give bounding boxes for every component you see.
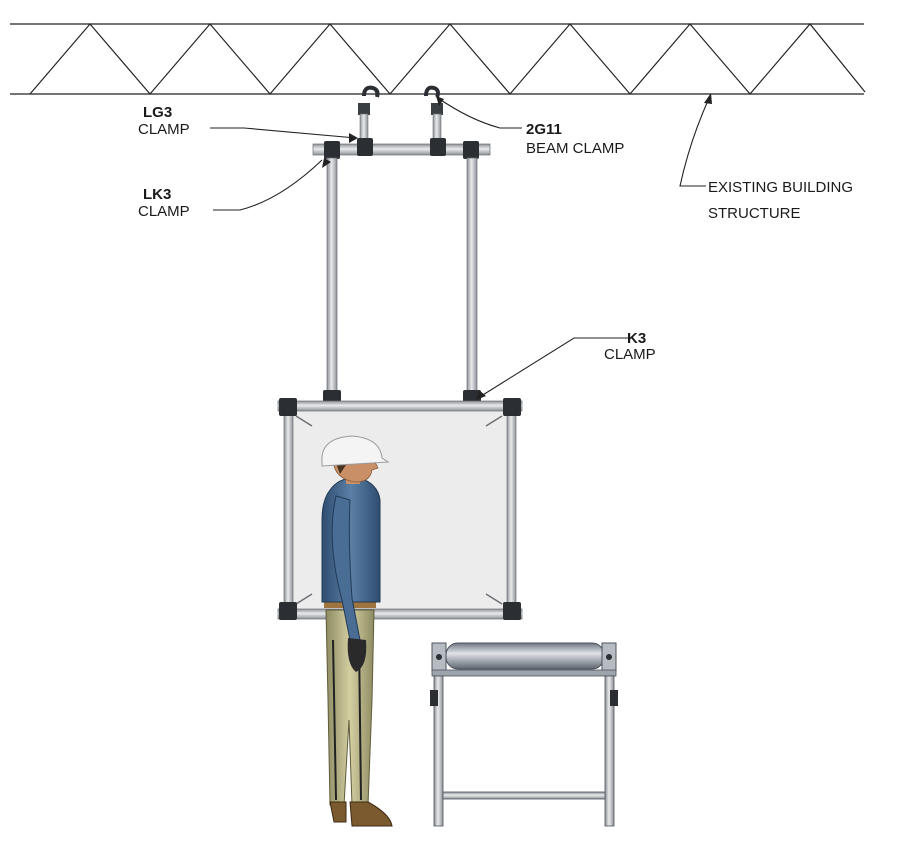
label-2g11: 2G11 BEAM CLAMP bbox=[526, 121, 624, 157]
label-existing-line1: EXISTING BUILDING bbox=[708, 179, 853, 196]
top-bar-clamps bbox=[324, 138, 479, 159]
label-lg3-desc: CLAMP bbox=[138, 121, 190, 138]
label-k3: K3 CLAMP bbox=[604, 330, 656, 363]
label-existing-line2: STRUCTURE bbox=[708, 205, 801, 222]
left-hanger-pipe bbox=[326, 157, 338, 395]
roller-conveyor bbox=[430, 642, 618, 827]
callout-arrowheads bbox=[322, 93, 712, 400]
building-truss bbox=[10, 23, 866, 95]
label-k3-desc: CLAMP bbox=[604, 346, 656, 363]
beam-clamp-left bbox=[358, 85, 380, 141]
callout-leaders bbox=[210, 95, 711, 399]
label-lg3: LG3 CLAMP bbox=[138, 104, 190, 138]
label-k3-code: K3 bbox=[627, 330, 646, 347]
right-hanger-pipe bbox=[466, 157, 478, 395]
label-2g11-desc: BEAM CLAMP bbox=[526, 140, 624, 157]
label-existing-structure: EXISTING BUILDING STRUCTURE bbox=[708, 179, 853, 222]
label-2g11-code: 2G11 bbox=[526, 121, 562, 138]
label-lk3: LK3 CLAMP bbox=[138, 186, 190, 220]
label-lk3-desc: CLAMP bbox=[138, 203, 190, 220]
beam-clamp-right bbox=[424, 85, 443, 141]
shield-frame bbox=[277, 398, 523, 620]
worker-figure bbox=[321, 435, 393, 827]
top-crossbar bbox=[312, 143, 491, 156]
shield-panel bbox=[287, 409, 511, 611]
label-lk3-code: LK3 bbox=[143, 186, 171, 203]
label-lg3-code: LG3 bbox=[143, 104, 172, 121]
